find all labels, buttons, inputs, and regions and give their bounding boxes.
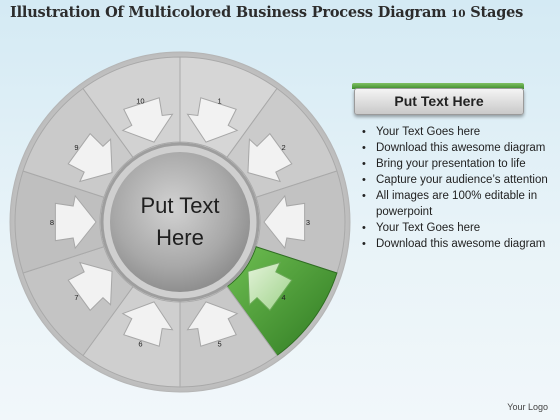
bullet-item: • Bring your presentation to life [360,156,550,172]
bullet-dot: • [362,222,366,234]
panel-title: Put Text Here [354,88,524,115]
bullet-dot: • [362,174,366,186]
bullet-item: • Download this awesome diagram [360,140,550,156]
stage-label: 6 [138,340,142,349]
panel-title-accent-bar [352,83,524,89]
bullet-text: All images are 100% editable in powerpoi… [376,190,538,218]
stage-label: 10 [136,96,144,105]
stage-arrow-2: 2 [247,132,293,183]
title-stage-count: 10 [451,8,466,20]
stage-label: 2 [281,143,285,152]
stage-arrow-9: 9 [67,132,113,183]
stage-arrow-shape [186,97,239,143]
bullet-text: Your Text Goes here [376,126,481,138]
stage-arrow-3: 3 [263,194,310,250]
stage-label: 5 [217,340,221,349]
center-text-line-1: Put Text [140,193,219,218]
panel-title-box: Put Text Here [352,83,524,115]
stage-arrow-shape [121,301,174,347]
stage-arrow-4: 4 [247,261,293,312]
stage-arrow-shape [67,261,113,312]
center-text-line-2: Here [156,225,204,250]
stage-arrow-1: 1 [186,96,239,143]
bullet-dot: • [362,126,366,138]
stage-arrow-8: 8 [50,194,97,250]
bullet-dot: • [362,190,366,202]
stage-arrow-6: 6 [121,301,174,349]
bullet-item: • Your Text Goes here [360,124,550,140]
stage-arrow-shape [67,132,113,183]
stage-arrow-shape [54,194,97,250]
stage-arrow-shape [186,301,239,347]
stage-arrow-shape [263,194,306,250]
bullet-text: Capture your audience’s attention [376,174,548,186]
title-main: Illustration Of Multicolored Business Pr… [10,4,447,21]
bullet-text: Bring your presentation to life [376,158,526,170]
bullet-item: • All images are 100% editable in powerpo… [360,188,550,220]
stage-label: 8 [50,218,54,227]
stage-arrow-shape [121,97,174,143]
logo: Your Logo [507,402,548,412]
bullet-item: • Download this awesome diagram [360,236,550,252]
stage-label: 3 [306,218,310,227]
title-suffix: Stages [470,4,524,21]
stage-arrow-5: 5 [186,301,239,349]
stage-arrow-shape [247,132,293,183]
bullet-text: Download this awesome diagram [376,142,546,154]
stage-label: 7 [74,293,78,302]
stage-arrow-7: 7 [67,261,113,312]
bullet-text: Download this awesome diagram [376,238,546,250]
stage-label: 4 [281,293,285,302]
bullet-dot: • [362,158,366,170]
bullet-item: • Capture your audience’s attention [360,172,550,188]
stage-arrow-shape [247,261,293,312]
stage-label: 9 [74,143,78,152]
bullet-item: • Your Text Goes here [360,220,550,236]
stage-arrow-10: 10 [121,96,174,143]
bullet-dot: • [362,142,366,154]
bullet-list: • Your Text Goes here • Download this aweso… [360,124,550,252]
bullet-dot: • [362,238,366,250]
center-circle [110,152,250,292]
stage-label: 1 [217,96,221,105]
bullet-text: Your Text Goes here [376,222,481,234]
page-title: Illustration Of Multicolored Business Pr… [10,4,555,21]
